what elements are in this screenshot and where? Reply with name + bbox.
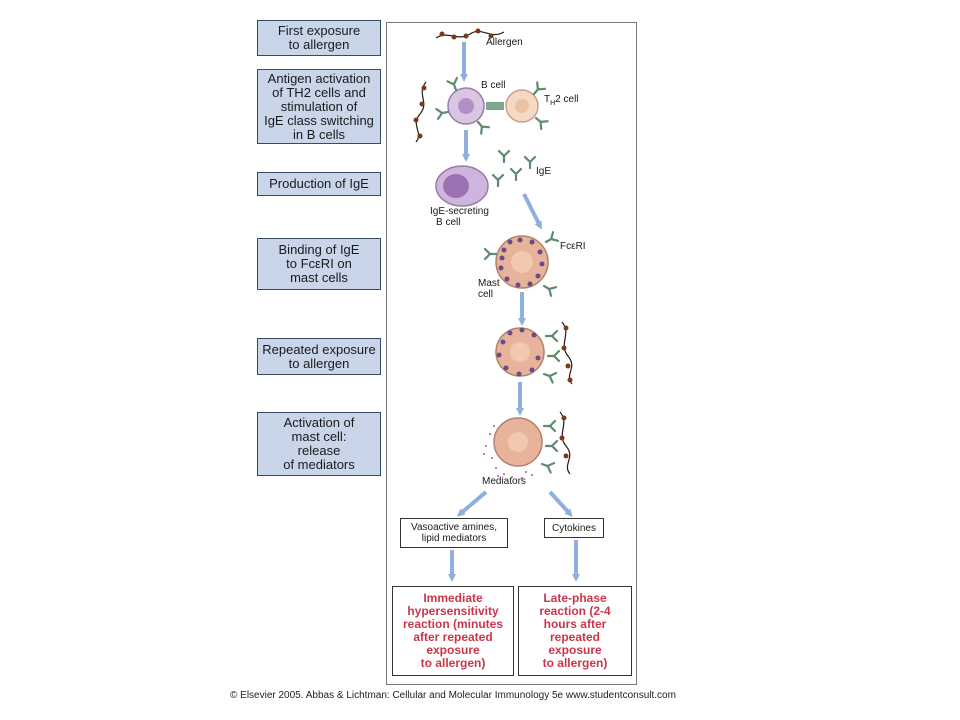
copyright-notice: © Elsevier 2005. Abbas & Lichtman: Cellu… [230, 690, 676, 701]
synapse [486, 102, 504, 110]
b-cell-label: B cell [481, 80, 505, 91]
th2-cell-label: TH2 cell [544, 94, 579, 107]
ige-secreting-label-2: B cell [436, 217, 460, 228]
step-activation-mast-cell: Activation of mast cell: release of medi… [257, 412, 381, 476]
mast-granules-2 [496, 327, 541, 377]
released-mediators [483, 425, 533, 479]
ige-secreting-label-1: IgE-secreting [430, 206, 489, 217]
arrow-to-vasoactive [456, 490, 488, 517]
immediate-hypersensitivity-box: Immediate hypersensitivity reaction (min… [392, 586, 514, 676]
pathway-diagram: Allergen B cell TH2 cell IgE-secreting B… [413, 28, 586, 582]
b-cell-nucleus [458, 98, 474, 114]
mast-granules [498, 237, 545, 288]
cross-linking-allergen [561, 321, 573, 385]
mast-label-1: Mast [478, 278, 500, 289]
mediators-label: Mediators [482, 476, 526, 487]
allergen-strand [435, 28, 505, 40]
mast-cell-nucleus [511, 251, 533, 273]
step-antigen-activation: Antigen activation of TH2 cells and stim… [257, 69, 381, 144]
th2-cell-nucleus [515, 99, 529, 113]
step-binding-ige: Binding of IgE to FcεRI on mast cells [257, 238, 381, 290]
step-first-exposure: First exposure to allergen [257, 20, 381, 56]
fceri-label: FcεRI [560, 241, 586, 252]
activated-mast-cell-nucleus [508, 432, 528, 452]
allergen-label: Allergen [486, 37, 523, 48]
arrow-to-cytokines [548, 490, 573, 517]
ige-label: IgE [536, 166, 551, 177]
mast-cell-sensitized-nucleus [510, 342, 530, 362]
late-phase-reaction-box: Late-phase reaction (2-4 hours after rep… [518, 586, 632, 676]
mast-label-2: cell [478, 289, 493, 300]
cross-linking-allergen-2 [559, 411, 571, 475]
allergen-strand-b [413, 81, 427, 143]
step-production-ige: Production of IgE [257, 172, 381, 196]
vasoactive-amines-box: Vasoactive amines, lipid mediators [400, 518, 508, 548]
cytokines-box: Cytokines [544, 518, 604, 538]
plasma-nucleus [443, 174, 469, 198]
step-repeated-exposure: Repeated exposure to allergen [257, 338, 381, 375]
arrow-ige-binding [522, 193, 542, 230]
